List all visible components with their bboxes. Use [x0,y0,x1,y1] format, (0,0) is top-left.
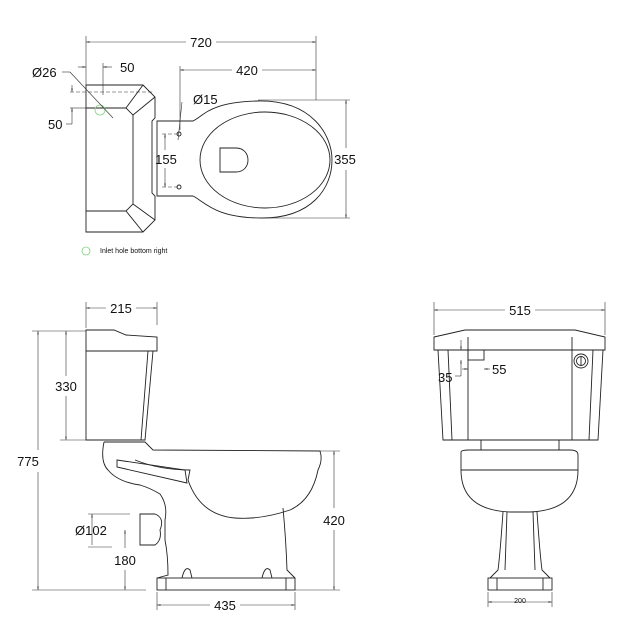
front-tank [433,329,606,441]
dim-420-top: 420 [236,63,258,78]
dim-435: 435 [214,598,236,613]
dim-diameter-15: Ø15 [193,92,218,107]
dim-515: 515 [509,303,531,318]
dim-420-side: 420 [323,513,345,528]
dim-720: 720 [190,35,212,50]
dim-355: 355 [334,152,356,167]
side-tank [85,329,158,441]
dim-55: 55 [492,362,506,377]
dim-330: 330 [55,379,77,394]
top-tank [85,84,156,233]
dim-215: 215 [110,301,132,316]
legend: Inlet hole bottom right [81,246,167,256]
dim-155: 155 [155,152,177,167]
front-bowl [460,439,579,591]
dim-diameter-102: Ø102 [75,523,107,538]
dim-35: 35 [438,370,452,385]
dim-diameter-26: Ø26 [32,65,57,80]
dim-180: 180 [114,553,136,568]
flush-button-icon [573,353,589,369]
dim-775: 775 [17,454,39,469]
legend-marker-icon [81,246,91,256]
top-bowl [156,100,333,219]
front-view: 515 35 55 200 [433,302,606,607]
top-view: 720 420 355 50 50 Ø26 Ø15 155 Inlet hole… [32,35,356,256]
inlet-hole-marker [94,104,106,116]
dim-50-top: 50 [120,60,134,75]
dim-200: 200 [514,598,526,605]
side-view: 215 775 330 420 435 Ø102 180 [17,301,345,613]
legend-label: Inlet hole bottom right [100,248,167,255]
side-bowl [102,441,322,591]
dim-50-left: 50 [48,117,62,132]
